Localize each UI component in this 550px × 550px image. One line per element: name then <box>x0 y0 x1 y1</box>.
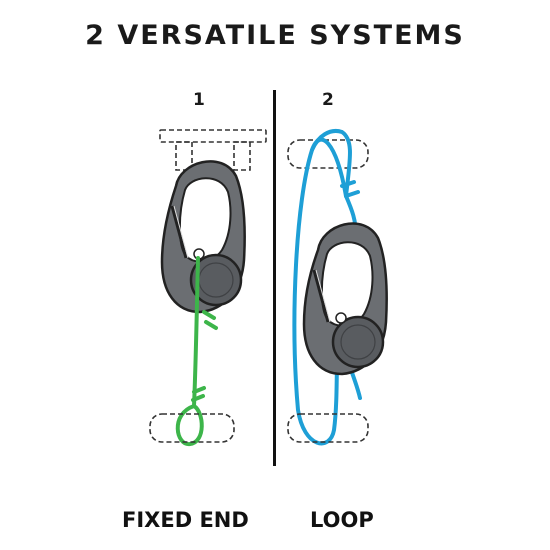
dashed-anchor-icon <box>287 139 369 169</box>
fixed-end-cord <box>175 256 218 446</box>
dashed-anchor-icon <box>149 413 235 443</box>
diagram-title: 2 VERSATILE SYSTEMS <box>85 20 465 51</box>
system-1-number: 1 <box>193 90 205 110</box>
center-divider <box>273 90 276 466</box>
carabiner-icon <box>160 160 246 314</box>
system-2-label: LOOP <box>310 508 374 532</box>
dashed-anchor-icon <box>287 413 369 443</box>
system-1-label: FIXED END <box>122 508 249 532</box>
carabiner-icon <box>302 222 388 376</box>
system-2-number: 2 <box>322 90 334 110</box>
